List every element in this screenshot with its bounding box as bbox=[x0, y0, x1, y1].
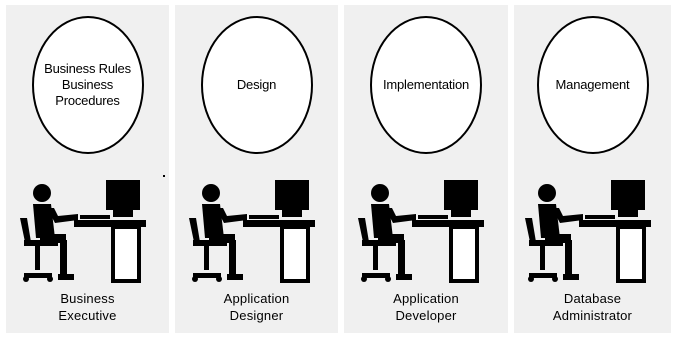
person-at-computer-icon bbox=[358, 180, 494, 284]
role-label-line: Application bbox=[393, 291, 459, 306]
circle-text-line: Design bbox=[236, 77, 277, 92]
role-panel-database-administrator: Management Database Administrator bbox=[514, 5, 671, 333]
circle-text-line: Business bbox=[61, 77, 114, 92]
role-label-line: Executive bbox=[58, 308, 117, 323]
role-circle-business-rules: Business Rules Business Procedures bbox=[31, 16, 144, 154]
stray-dot bbox=[163, 175, 165, 177]
role-circle-design: Design bbox=[200, 16, 313, 154]
role-label-line: Business bbox=[60, 291, 115, 306]
person-at-computer-icon bbox=[20, 180, 156, 284]
role-panel-application-developer: Implementation Application Developer bbox=[344, 5, 508, 333]
circle-text: Management bbox=[556, 77, 630, 93]
circle-text-line: Management bbox=[555, 77, 630, 92]
circle-text: Implementation bbox=[383, 77, 469, 93]
circle-text-line: Procedures bbox=[55, 93, 120, 108]
person-at-computer-icon bbox=[525, 180, 661, 284]
role-label-line: Administrator bbox=[552, 308, 633, 323]
role-circle-management: Management bbox=[536, 16, 649, 154]
role-label-line: Developer bbox=[395, 308, 457, 323]
role-label: Database Administrator bbox=[514, 290, 671, 324]
role-panel-business-executive: Business Rules Business Procedures Busin… bbox=[6, 5, 169, 333]
circle-text-line: Implementation bbox=[382, 77, 470, 92]
role-circle-implementation: Implementation bbox=[370, 16, 482, 154]
role-label: Application Developer bbox=[344, 290, 508, 324]
role-label-line: Application bbox=[223, 291, 290, 306]
circle-text-line: Business Rules bbox=[44, 61, 131, 76]
role-label: Application Designer bbox=[175, 290, 338, 324]
role-label-line: Designer bbox=[229, 308, 284, 323]
role-panel-application-designer: Design Application Designer bbox=[175, 5, 338, 333]
role-label-line: Database bbox=[563, 291, 622, 306]
circle-text: Business Rules Business Procedures bbox=[44, 61, 131, 109]
role-label: Business Executive bbox=[6, 290, 169, 324]
circle-text: Design bbox=[237, 77, 276, 93]
person-at-computer-icon bbox=[189, 180, 325, 284]
